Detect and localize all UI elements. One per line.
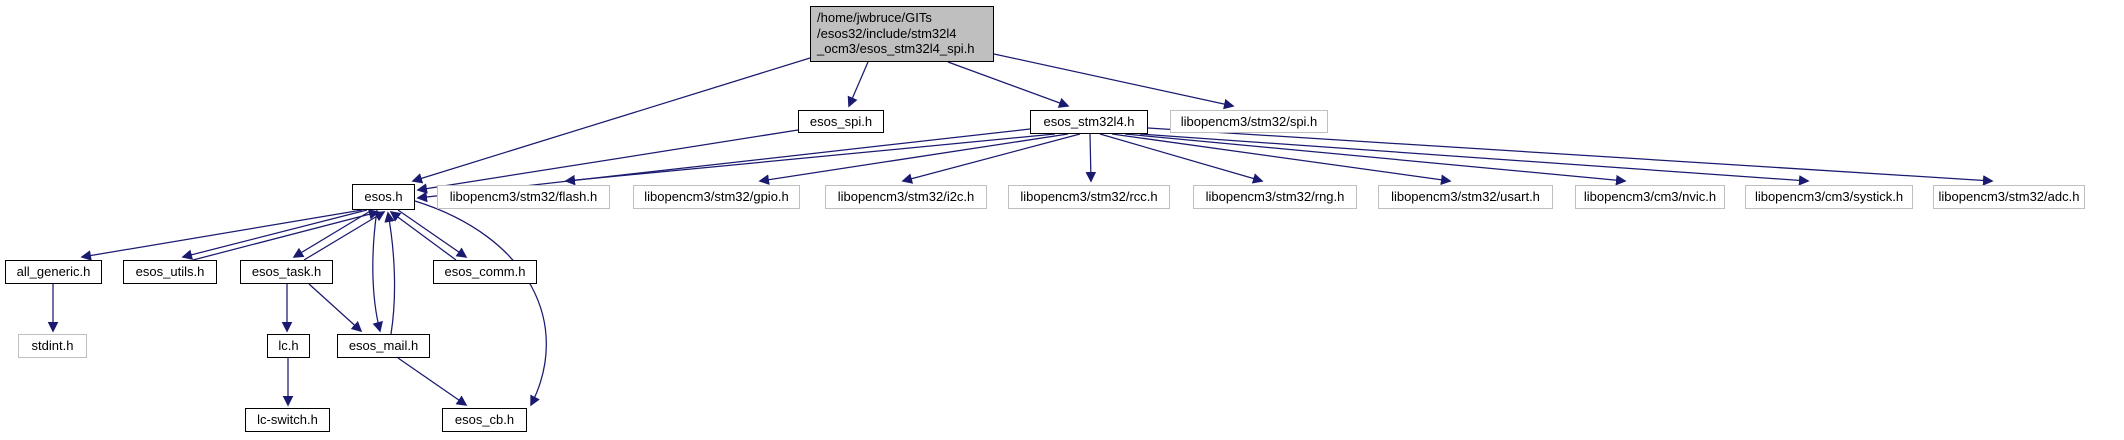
graph-node-gpio: libopencm3/stm32/gpio.h bbox=[633, 185, 800, 209]
graph-node-systick: libopencm3/cm3/systick.h bbox=[1745, 185, 1913, 209]
edge-esos_task-to-esos_h bbox=[303, 211, 386, 261]
graph-node-ocm-spi: libopencm3/stm32/spi.h bbox=[1170, 110, 1328, 133]
graph-node-nvic: libopencm3/cm3/nvic.h bbox=[1575, 185, 1725, 209]
graph-node-all-generic[interactable]: all_generic.h bbox=[5, 260, 102, 284]
graph-node-root: /home/jwbruce/GITs /esos32/include/stm32… bbox=[810, 6, 994, 62]
edge-esos_h-to-esos_task bbox=[292, 209, 373, 258]
edge-esos_spi-to-esos_h bbox=[416, 129, 799, 194]
edge-esos_utils-to-esos_h bbox=[192, 209, 380, 261]
edge-esos_h-to-esos_comm bbox=[397, 209, 468, 258]
graph-node-usart: libopencm3/stm32/usart.h bbox=[1378, 185, 1553, 209]
graph-node-esos-h[interactable]: esos.h bbox=[352, 184, 415, 210]
graph-node-esos-cb[interactable]: esos_cb.h bbox=[442, 408, 527, 432]
edge-esos_stm32l4-to-usart bbox=[1111, 133, 1452, 186]
graph-node-esos-mail[interactable]: esos_mail.h bbox=[337, 334, 430, 358]
edge-esos_stm32l4-to-nvic bbox=[1124, 133, 1627, 186]
edge-root-to-ocm_spi bbox=[993, 53, 1235, 110]
graph-node-rcc: libopencm3/stm32/rcc.h bbox=[1008, 185, 1170, 209]
graph-node-lc[interactable]: lc.h bbox=[267, 334, 310, 358]
graph-node-esos-stm32l4[interactable]: esos_stm32l4.h bbox=[1030, 110, 1148, 134]
graph-node-flash: libopencm3/stm32/flash.h bbox=[437, 185, 610, 209]
graph-node-esos-utils[interactable]: esos_utils.h bbox=[123, 260, 217, 284]
graph-node-esos-task[interactable]: esos_task.h bbox=[240, 260, 333, 284]
graph-node-lc-switch[interactable]: lc-switch.h bbox=[245, 408, 330, 432]
edge-esos_stm32l4-to-rng bbox=[1099, 133, 1264, 184]
edge-esos_stm32l4-to-flash bbox=[564, 133, 1056, 186]
edge-esos_h-to-all_generic bbox=[80, 209, 363, 261]
graph-node-esos-comm[interactable]: esos_comm.h bbox=[433, 260, 537, 284]
edge-root-to-esos_h bbox=[411, 57, 811, 184]
edge-esos_mail-to-esos_cb bbox=[397, 357, 468, 406]
edge-esos_stm32l4-to-systick bbox=[1139, 133, 1810, 186]
edge-esos_stm32l4-to-gpio bbox=[758, 133, 1069, 185]
graph-node-i2c: libopencm3/stm32/i2c.h bbox=[825, 185, 987, 209]
edge-esos_h-to-esos_cb bbox=[414, 200, 547, 407]
edge-esos_h-to-esos_utils bbox=[181, 209, 368, 260]
graph-node-stdint: stdint.h bbox=[18, 334, 87, 358]
edge-root-to-esos_stm32l4 bbox=[947, 61, 1070, 108]
edge-esos_h-to-esos_mail bbox=[372, 209, 383, 333]
edge-esos_mail-to-esos_h bbox=[384, 211, 396, 335]
edge-esos_comm-to-esos_h bbox=[389, 211, 457, 261]
edge-esos_stm32l4-to-rcc bbox=[1085, 133, 1097, 183]
edge-root-to-esos_spi bbox=[847, 61, 869, 108]
graph-node-adc: libopencm3/stm32/adc.h bbox=[1933, 185, 2085, 209]
edge-esos_stm32l4-to-i2c bbox=[901, 133, 1081, 184]
edge-esos_stm32l4-to-adc bbox=[1147, 127, 1994, 186]
graph-node-esos-spi[interactable]: esos_spi.h bbox=[798, 110, 884, 133]
edge-esos_task-to-esos_mail bbox=[308, 283, 363, 333]
graph-node-rng: libopencm3/stm32/rng.h bbox=[1193, 185, 1357, 209]
